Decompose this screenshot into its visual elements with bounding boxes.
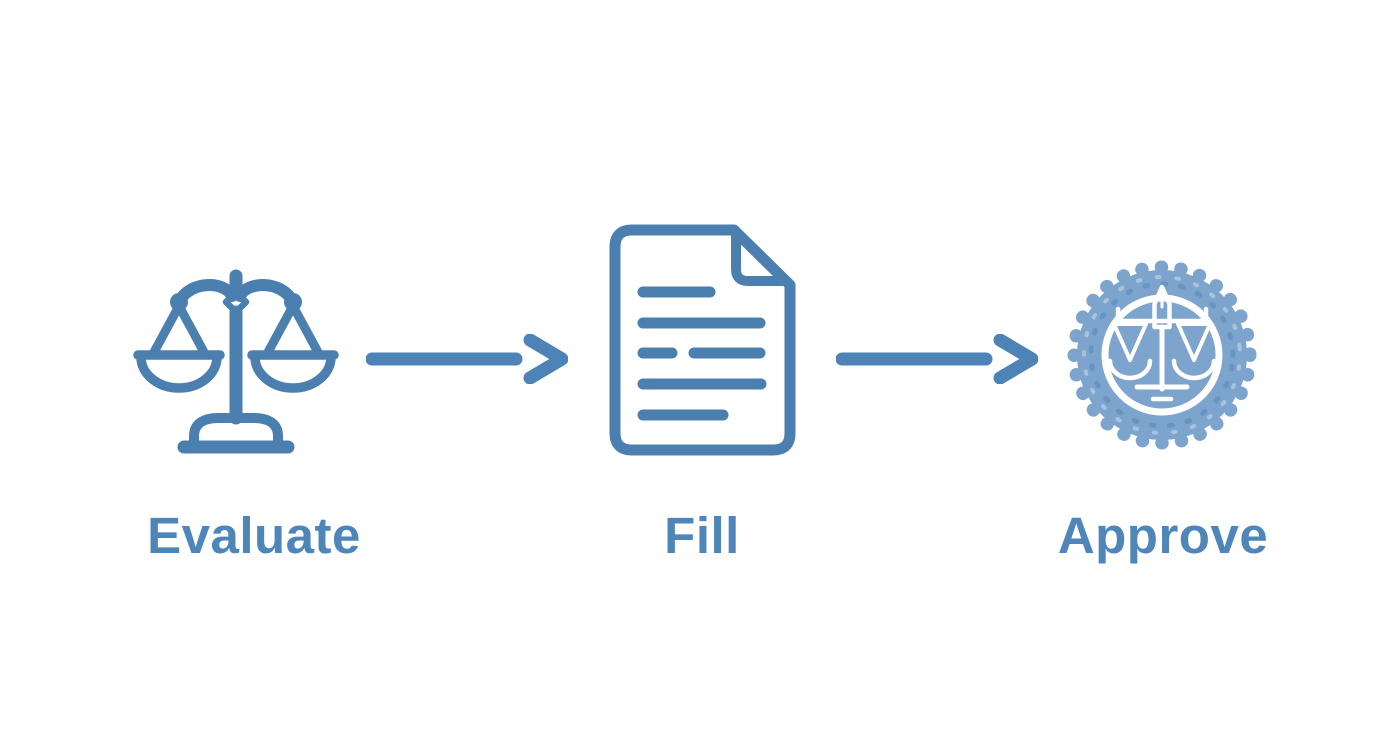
document-icon <box>609 224 796 456</box>
arrow-right-icon <box>836 334 1038 384</box>
approval-seal-icon <box>1067 260 1257 450</box>
scales-of-justice-icon <box>133 269 339 454</box>
step-label-approve: Approve <box>1057 507 1269 564</box>
step-label-fill: Fill <box>664 507 740 564</box>
arrow-right-icon <box>366 334 568 384</box>
step-label-evaluate: Evaluate <box>147 507 361 564</box>
seal-scales-glyph <box>1107 284 1217 402</box>
